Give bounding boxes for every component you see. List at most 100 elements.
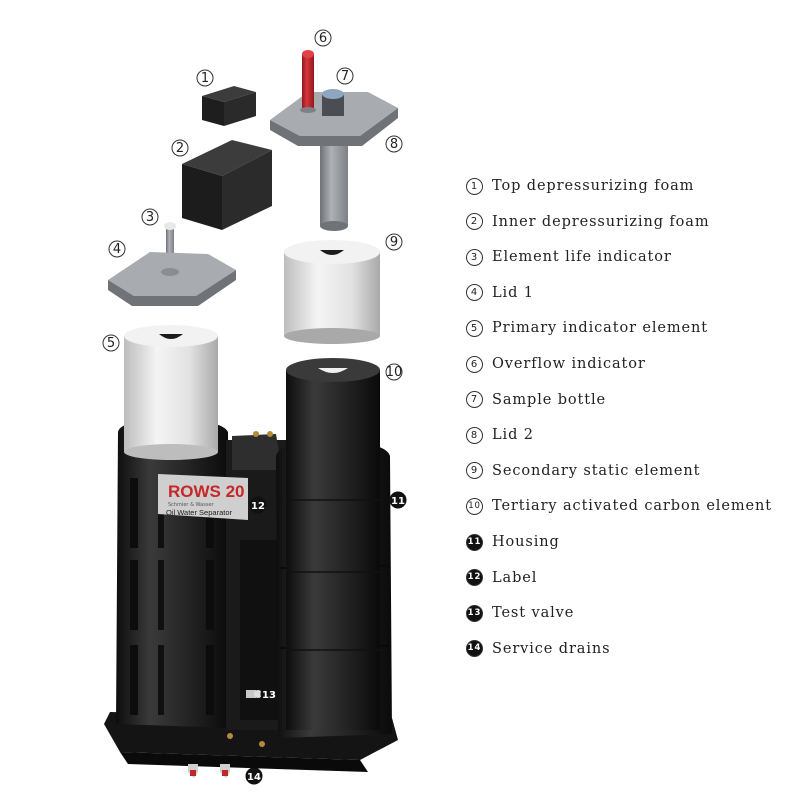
legend-number: 1 [466, 177, 483, 195]
legend-number: 13 [466, 604, 483, 622]
legend-item: 9 Secondary static element [466, 461, 700, 481]
legend-item: 13 Test valve [466, 603, 574, 623]
callout-10: 10 [385, 363, 403, 381]
inner-depressurizing-foam [182, 140, 272, 230]
label-brand: ROWS 20 [168, 482, 245, 501]
callout-8: 8 [385, 135, 403, 153]
legend-item: 10 Tertiary activated carbon element [466, 496, 772, 516]
callout-circle [389, 491, 407, 509]
tertiary-carbon-element [286, 358, 380, 730]
legend-number: 6 [466, 355, 483, 373]
callout-9: 9 [385, 233, 403, 251]
legend-item: 3 Element life indicator [466, 247, 672, 267]
legend-item: 7 Sample bottle [466, 390, 606, 410]
legend-number: 2 [466, 213, 483, 231]
primary-indicator-element [124, 325, 218, 460]
legend-item: 2 Inner depressurizing foam [466, 212, 709, 232]
callout-5: 5 [102, 334, 120, 352]
callout-3: 3 [141, 208, 159, 226]
callout-13: 13 [260, 685, 278, 703]
product-label: ROWS 20 Schmier & Wasser Oil Water Separ… [158, 474, 248, 520]
callout-circle [108, 240, 126, 258]
legend-label: Test valve [492, 605, 575, 622]
callout-circle [385, 135, 403, 153]
legend-item: 11 Housing [466, 532, 560, 552]
callout-number: 11 [391, 496, 405, 507]
legend-number: 10 [466, 497, 483, 515]
lid-1 [108, 252, 236, 306]
legend-number: 9 [466, 462, 483, 480]
callout-number: 4 [113, 242, 121, 257]
callout-circle [385, 363, 403, 381]
callout-12: 12 [249, 496, 267, 514]
sample-bottle [322, 89, 344, 116]
callout-number: 13 [262, 690, 276, 701]
legend-label: Lid 2 [492, 427, 534, 444]
callout-number: 12 [251, 501, 265, 512]
callout-number: 9 [390, 235, 398, 250]
callout-circle [336, 67, 354, 85]
callout-6: 6 [314, 29, 332, 47]
callout-circle [260, 685, 278, 703]
legend-label: Top depressurizing foam [492, 178, 695, 194]
legend-item: 12 Label [466, 568, 537, 588]
legend-item: 6 Overflow indicator [466, 354, 646, 374]
label-fine-print: Schmier & Wasser [168, 502, 215, 508]
callout-circle [314, 29, 332, 47]
label-subtitle: Oil Water Separator [166, 508, 232, 517]
legend-label: Label [492, 569, 538, 586]
callout-number: 8 [390, 137, 398, 152]
secondary-static-element [284, 240, 380, 344]
callout-number: 5 [107, 336, 115, 351]
callout-number: 14 [247, 772, 261, 783]
callout-circle [102, 334, 120, 352]
service-drains [188, 764, 230, 778]
callout-circle [385, 233, 403, 251]
callout-7: 7 [336, 67, 354, 85]
callout-11: 11 [389, 491, 407, 509]
legend-number: 5 [466, 319, 483, 337]
legend-item: 1 Top depressurizing foam [466, 176, 694, 196]
legend-label: Overflow indicator [492, 356, 646, 372]
legend-label: Tertiary activated carbon element [492, 498, 772, 515]
legend-label: Housing [492, 534, 560, 550]
legend-label: Secondary static element [492, 462, 701, 479]
legend-number: 4 [466, 284, 483, 302]
legend-number: 3 [466, 248, 483, 266]
top-depressurizing-foam [202, 86, 256, 126]
test-valve [246, 690, 262, 698]
legend-item: 14 Service drains [466, 639, 610, 659]
callout-number: 1 [201, 71, 209, 86]
callout-circle [249, 496, 267, 514]
callout-4: 4 [108, 240, 126, 258]
legend-label: Sample bottle [492, 391, 607, 408]
legend-number: 12 [466, 569, 483, 587]
overflow-indicator [300, 50, 316, 113]
callout-number: 10 [386, 365, 403, 380]
callout-circle [245, 767, 263, 785]
element-life-indicator [164, 222, 176, 272]
callout-circle [141, 208, 159, 226]
callout-14: 14 [245, 767, 263, 785]
callout-circle [196, 69, 214, 87]
legend-item: 4 Lid 1 [466, 283, 534, 303]
legend-number: 11 [466, 533, 483, 551]
legend-label: Element life indicator [492, 249, 672, 266]
callout-number: 7 [341, 69, 349, 84]
legend-number: 7 [466, 391, 483, 409]
legend-number: 14 [466, 640, 483, 658]
legend-label: Inner depressurizing foam [492, 213, 710, 230]
callout-2: 2 [171, 139, 189, 157]
legend-label: Primary indicator element [492, 320, 709, 337]
callout-1: 1 [196, 69, 214, 87]
callout-number: 3 [146, 210, 154, 225]
callout-number: 6 [319, 31, 327, 46]
legend-item: 8 Lid 2 [466, 425, 534, 445]
legend-number: 8 [466, 426, 483, 444]
callout-circle [171, 139, 189, 157]
legend-label: Lid 1 [492, 284, 534, 301]
callout-number: 2 [176, 141, 184, 156]
legend-label: Service drains [492, 640, 611, 657]
